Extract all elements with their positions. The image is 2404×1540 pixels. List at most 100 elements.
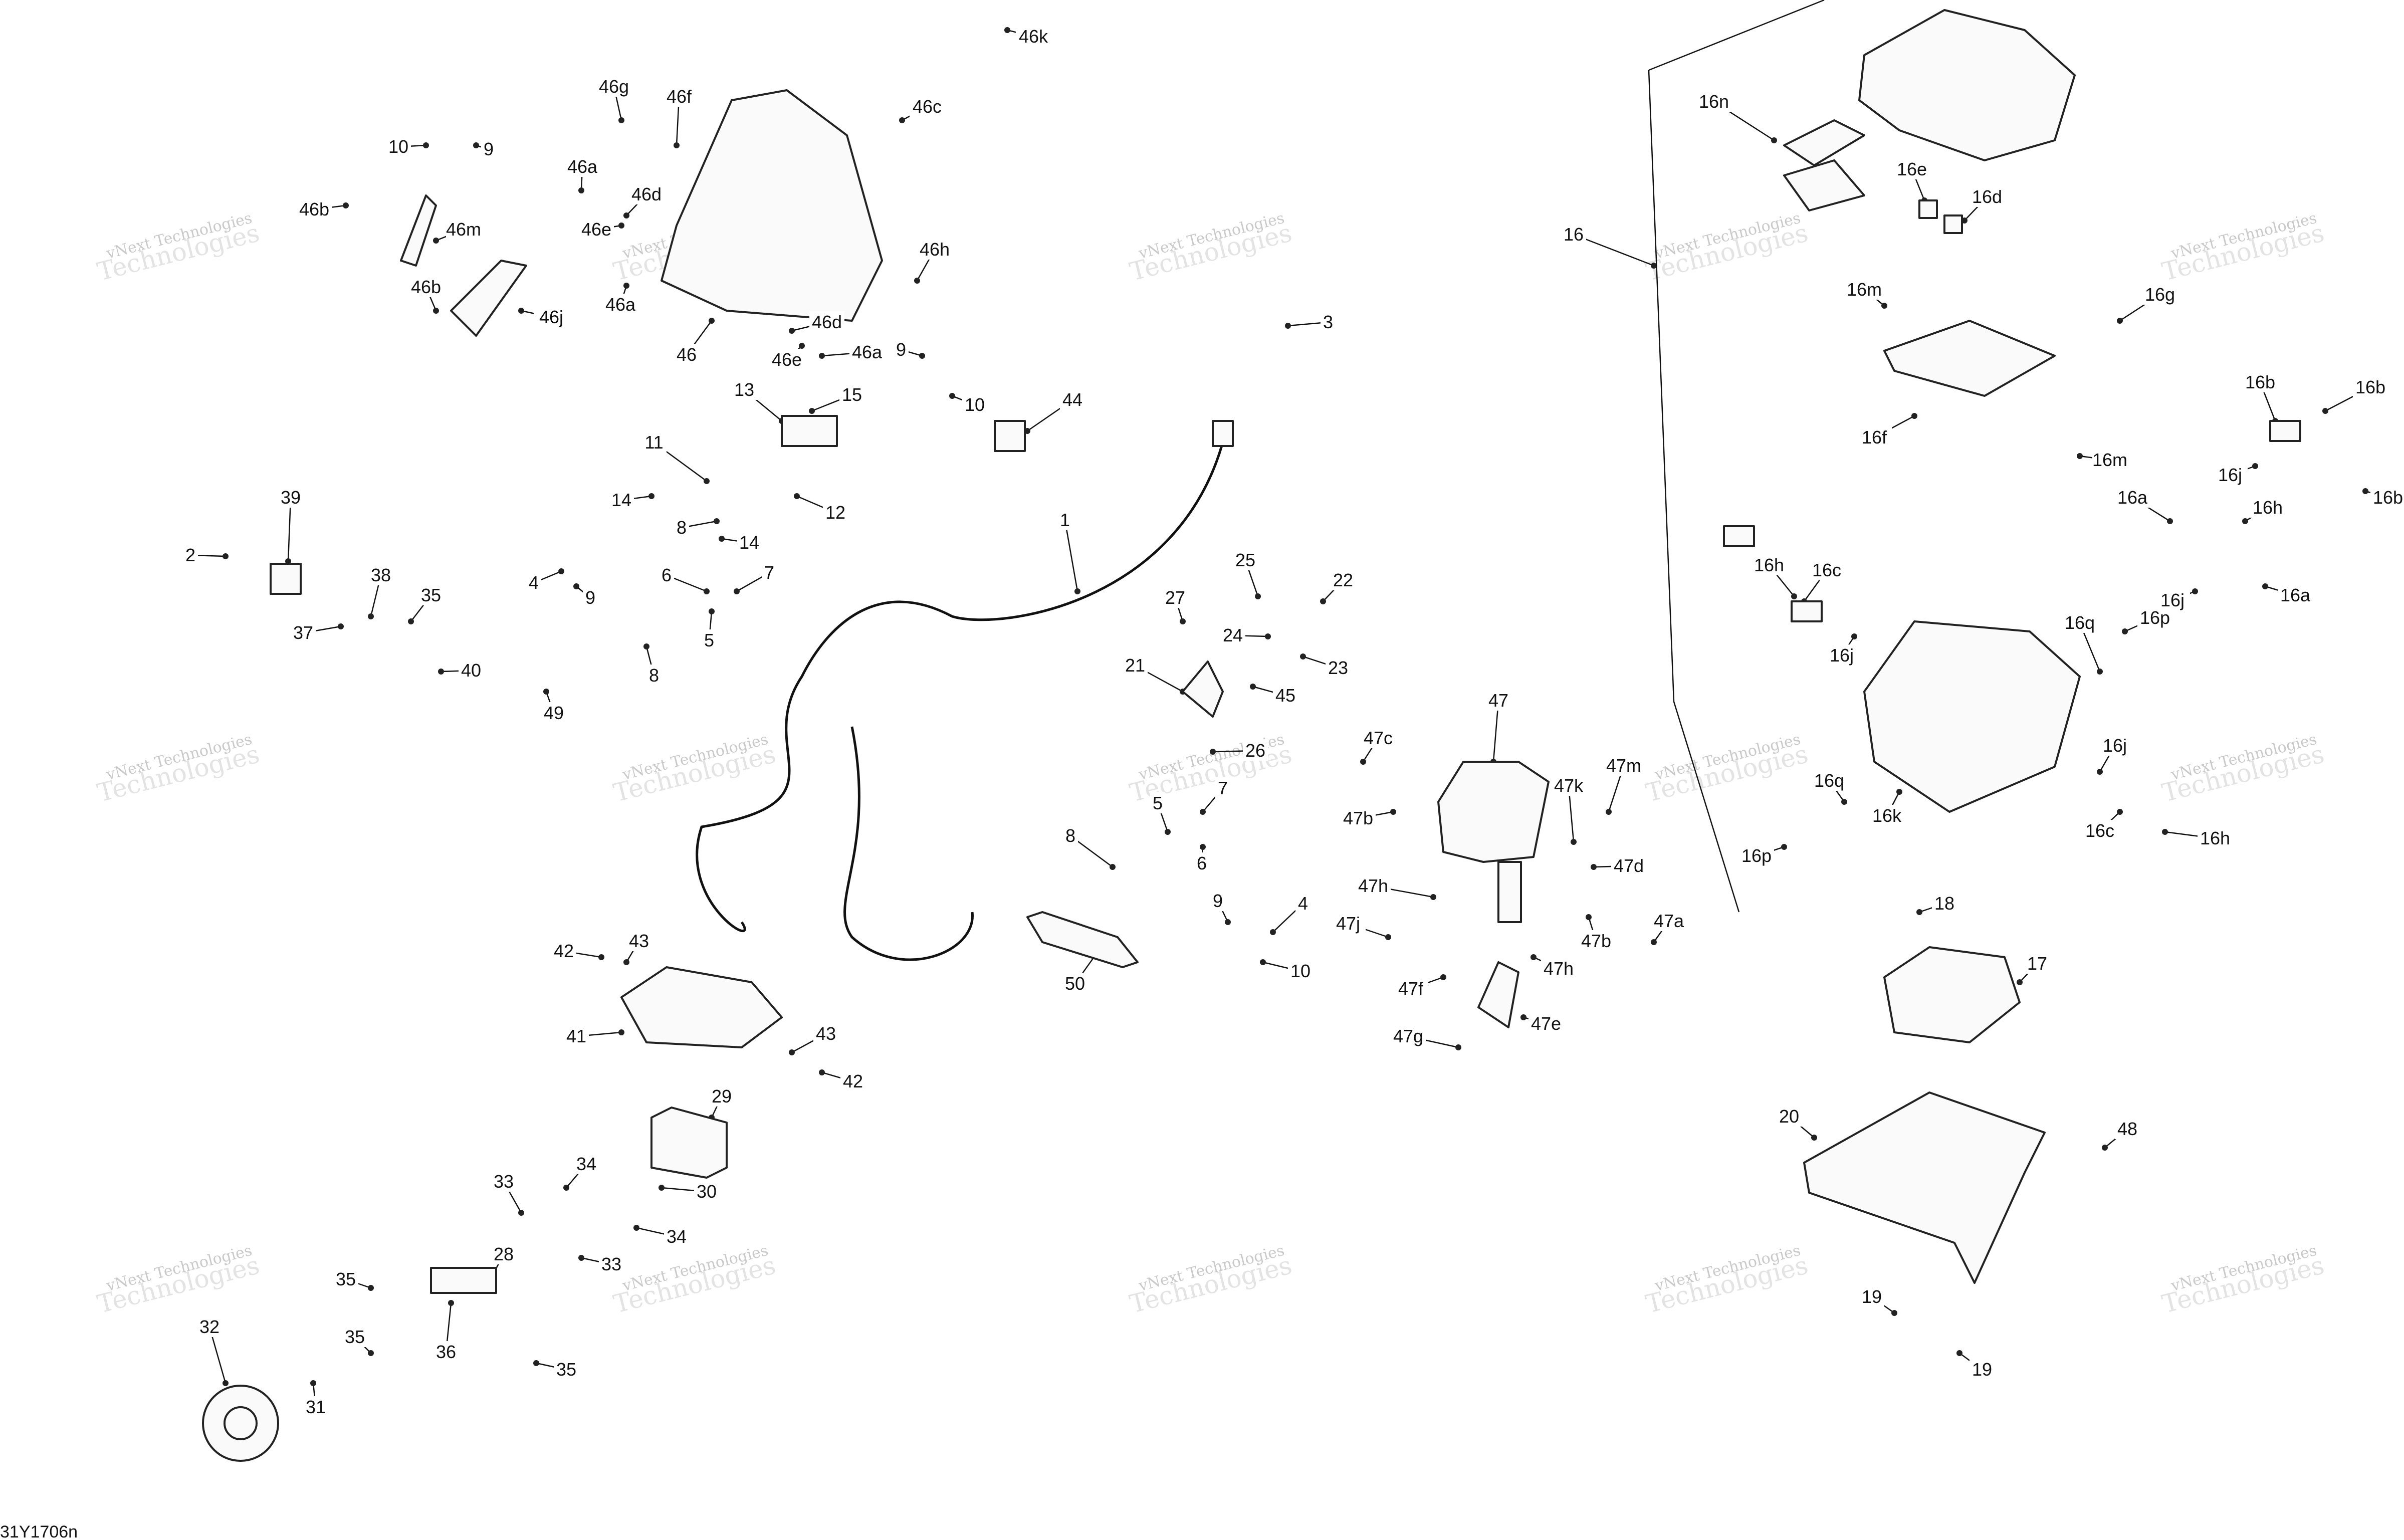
callout-bg-16p bbox=[1739, 845, 1774, 866]
drawing-code: 31Y1706n bbox=[0, 1522, 78, 1540]
callout-bg-16c bbox=[2082, 820, 2117, 841]
callout-bg-1 bbox=[1057, 509, 1072, 530]
callout-bg-41 bbox=[564, 1025, 589, 1046]
callout-26: 26 bbox=[1245, 740, 1265, 761]
leader-lines bbox=[190, 0, 2388, 1408]
fastener-47e bbox=[1520, 1014, 1526, 1020]
callout-bg-35 bbox=[418, 584, 444, 605]
callout-16p: 16p bbox=[1741, 845, 1772, 866]
callout-bg-9 bbox=[583, 587, 598, 608]
callout-bg-16m bbox=[2092, 449, 2127, 470]
callout-bg-16g bbox=[2142, 284, 2177, 305]
callout-46m: 46m bbox=[446, 219, 481, 240]
callout-27: 27 bbox=[1165, 587, 1185, 608]
callout-bg-46e bbox=[579, 218, 614, 240]
callout-bg-16c bbox=[1809, 559, 1844, 580]
callout-7: 7 bbox=[764, 562, 774, 583]
fastener-17 bbox=[2017, 979, 2023, 985]
fastener-16j bbox=[2252, 463, 2258, 469]
callout-46h: 46h bbox=[920, 239, 950, 260]
fastener-2 bbox=[223, 553, 229, 559]
callout-10: 10 bbox=[965, 394, 985, 415]
callout-bg-19 bbox=[1970, 1359, 1995, 1380]
fastener-16k bbox=[1896, 789, 1902, 795]
fastener-4 bbox=[558, 568, 564, 574]
callout-16q: 16q bbox=[1814, 770, 1844, 791]
callout-22: 22 bbox=[1333, 570, 1353, 590]
fastener-14 bbox=[648, 493, 654, 499]
fastener-47j bbox=[1385, 934, 1391, 940]
callout-50: 50 bbox=[1065, 973, 1085, 994]
callout-bg-46b bbox=[408, 276, 444, 297]
callout-47d: 47d bbox=[1614, 855, 1644, 876]
callout-bg-31 bbox=[303, 1396, 328, 1417]
callout-16b: 16b bbox=[2245, 372, 2275, 392]
callout-bg-46j bbox=[534, 306, 569, 327]
callout-bg-30 bbox=[694, 1181, 719, 1202]
callout-bg-16 bbox=[1561, 224, 1586, 245]
callout-46k: 46k bbox=[1019, 26, 1048, 47]
callout-bg-10 bbox=[386, 136, 411, 157]
part-16d-latch bbox=[1943, 214, 1963, 234]
callout-bg-16a bbox=[2115, 487, 2150, 508]
fastener-43 bbox=[789, 1049, 795, 1055]
fastener-16m bbox=[1881, 303, 1887, 309]
callout-bg-16h bbox=[2198, 827, 2233, 848]
callout-bg-47b bbox=[1579, 930, 1614, 951]
fastener-16a bbox=[2167, 518, 2173, 524]
callout-30: 30 bbox=[697, 1181, 717, 1202]
fastener-47b bbox=[1390, 809, 1396, 815]
fastener-47h bbox=[1531, 954, 1537, 960]
callout-5: 5 bbox=[704, 630, 714, 650]
callout-24: 24 bbox=[1223, 625, 1243, 645]
callout-bg-16b bbox=[2243, 371, 2278, 392]
callout-bg-20 bbox=[1777, 1106, 1802, 1127]
callout-bg-33 bbox=[599, 1253, 624, 1274]
callout-bg-11 bbox=[641, 431, 667, 453]
fastener-46d bbox=[789, 328, 795, 334]
callout-bg-36 bbox=[433, 1341, 459, 1362]
fastener-19 bbox=[1891, 1310, 1897, 1316]
fastener-7 bbox=[734, 588, 740, 594]
callout-46a: 46a bbox=[605, 294, 636, 315]
fastener-18 bbox=[1916, 909, 1922, 915]
part-16e-latch bbox=[1918, 199, 1938, 219]
callout-34: 34 bbox=[576, 1154, 596, 1174]
fastener-20 bbox=[1811, 1135, 1817, 1141]
callout-bg-9 bbox=[894, 339, 909, 360]
fastener-47h bbox=[1430, 894, 1436, 900]
fastener-46j bbox=[518, 308, 524, 314]
callout-16j: 16j bbox=[2218, 465, 2242, 485]
fastener-35 bbox=[368, 1350, 374, 1356]
fastener-37 bbox=[338, 623, 344, 629]
callout-bg-14 bbox=[737, 532, 762, 553]
fastener-47a bbox=[1651, 939, 1657, 945]
callout-bg-18 bbox=[1932, 893, 1957, 914]
callout-bg-47k bbox=[1551, 775, 1586, 796]
callout-47j: 47j bbox=[1336, 913, 1360, 934]
callout-bg-7 bbox=[762, 562, 777, 583]
callout-4: 4 bbox=[529, 572, 539, 593]
callout-bg-16d bbox=[1970, 186, 2005, 207]
callout-bg-6 bbox=[1194, 852, 1209, 873]
callout-bg-46m bbox=[446, 218, 481, 240]
callout-16b: 16b bbox=[2355, 377, 2385, 397]
callout-21: 21 bbox=[1125, 655, 1145, 676]
fastener-19 bbox=[1956, 1350, 1962, 1356]
fastener-42 bbox=[598, 954, 604, 960]
part-16b-light bbox=[2269, 420, 2301, 442]
callout-bg-35 bbox=[554, 1359, 579, 1380]
callout-bg-47g bbox=[1391, 1025, 1426, 1046]
fastener-9 bbox=[473, 142, 479, 148]
callout-46e: 46e bbox=[581, 219, 611, 240]
fastener-47f bbox=[1440, 974, 1446, 980]
callout-16b: 16b bbox=[2373, 487, 2403, 508]
callout-47f: 47f bbox=[1398, 978, 1424, 999]
callout-bg-42 bbox=[840, 1070, 865, 1091]
callout-2: 2 bbox=[185, 545, 195, 565]
callout-bg-7 bbox=[1215, 777, 1230, 798]
fastener-26 bbox=[1210, 749, 1216, 755]
callout-48: 48 bbox=[2117, 1119, 2137, 1139]
fastener-46a bbox=[819, 353, 825, 359]
fastener-9 bbox=[919, 353, 925, 359]
